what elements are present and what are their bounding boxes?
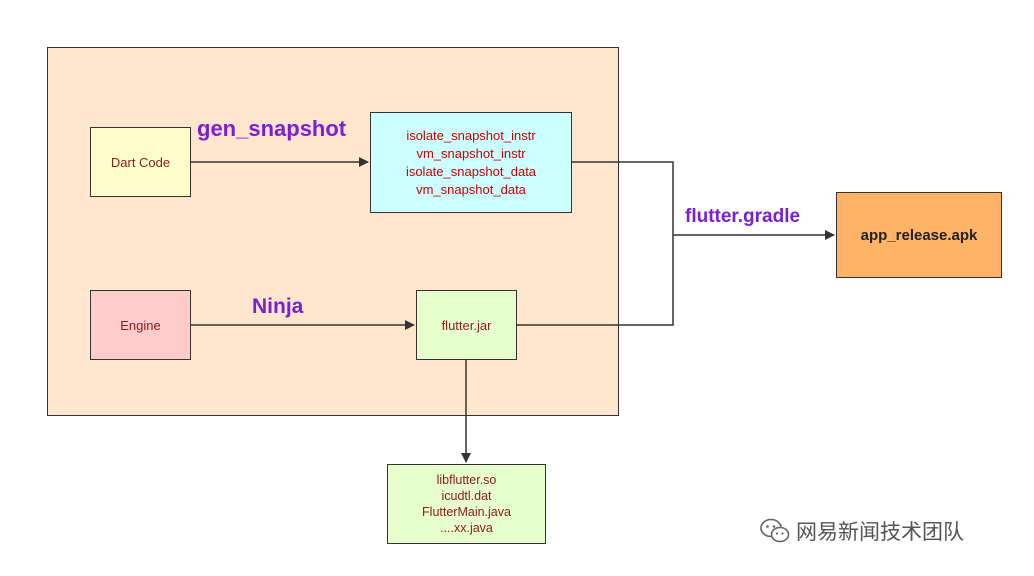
snapshot-file: vm_snapshot_instr [416, 145, 526, 161]
apk-node: app_release.apk [836, 192, 1002, 278]
watermark: 网易新闻技术团队 [760, 516, 964, 546]
snapshot-file: vm_snapshot_data [416, 181, 526, 197]
engine-label: Engine [120, 317, 161, 333]
snapshot-file: isolate_snapshot_data [405, 163, 537, 179]
gen-snapshot-edge-label: gen_snapshot [197, 116, 347, 141]
jar-content-item: libflutter.so [436, 473, 497, 487]
ninja-edge-label: Ninja [252, 295, 304, 318]
watermark-text: 网易新闻技术团队 [796, 520, 964, 544]
jar-content-item: icudtl.dat [441, 489, 492, 503]
jar-contents-node: libflutter.so icudtl.dat FlutterMain.jav… [387, 464, 546, 544]
flutter-gradle-edge-label: flutter.gradle [685, 206, 801, 227]
dart-code-label: Dart Code [110, 154, 171, 170]
flutter-jar-label: flutter.jar [441, 317, 492, 333]
snapshot-files-node: isolate_snapshot_instr vm_snapshot_instr… [370, 112, 572, 213]
edge-snapshot-to-merge [572, 161, 674, 235]
wechat-icon [760, 518, 790, 543]
snapshot-file: isolate_snapshot_instr [406, 127, 536, 143]
edge-jar-to-merge [517, 235, 674, 326]
dart-code-node: Dart Code [90, 127, 191, 197]
jar-content-item: ....xx.java [440, 521, 493, 535]
apk-label: app_release.apk [860, 226, 978, 244]
flutter-jar-node: flutter.jar [416, 290, 517, 360]
engine-node: Engine [90, 290, 191, 360]
jar-content-item: FlutterMain.java [422, 505, 511, 519]
